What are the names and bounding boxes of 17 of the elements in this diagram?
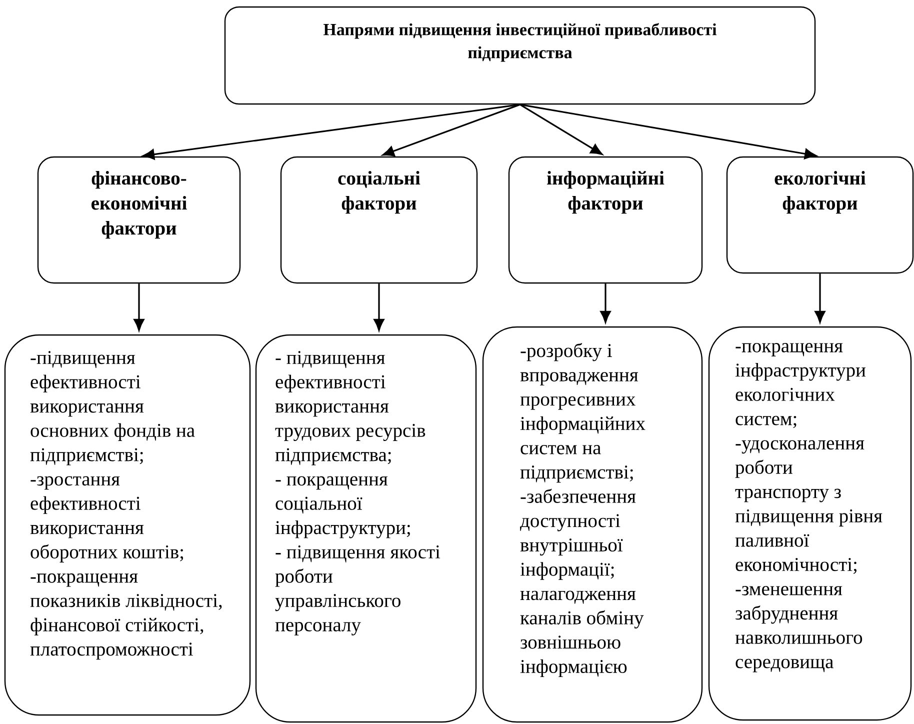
- arrow: [520, 104, 816, 160]
- arrow: [600, 284, 611, 323]
- title-box: Напрями підвищення інвестиційної привабливості підприємства: [224, 6, 816, 105]
- factor-box: соціальні фактори: [280, 156, 478, 284]
- measures-box: -розробку і впровадження прогресивних інформаційних систем на підприємстві; -забезпечення доступності внутрішньої інформації; налагодження каналів обміну зовнішньою інформацією: [482, 326, 703, 723]
- arrow: [134, 284, 144, 331]
- measures-box: - підвищення ефективності використання трудових ресурсів підприємства; - покращення соціальної інфраструктури; - підвищення якості роботи управлінського персоналу: [255, 334, 477, 723]
- measures-box: -підвищення ефективності використання основних фондів на підприємстві; -зростання ефективності використання оборотних коштів; -покращення показників ліквідності, фінансової стійкості, платоспроможності: [4, 334, 251, 716]
- arrow: [142, 104, 520, 160]
- arrow: [382, 104, 520, 156]
- arrow: [374, 284, 384, 331]
- factor-box: фінансово-економічні фактори: [37, 156, 241, 284]
- factor-box: екологічні фактори: [726, 156, 914, 274]
- measures-box: -покращення інфраструктури екологічних систем; -удосконалення роботи транспорту з підвищення рівня паливної економічності; -зменешення забруднення навколишнього середовища: [708, 326, 912, 721]
- factor-box: інформаційні фактори: [508, 156, 703, 284]
- arrow: [814, 274, 826, 323]
- arrow: [520, 104, 603, 155]
